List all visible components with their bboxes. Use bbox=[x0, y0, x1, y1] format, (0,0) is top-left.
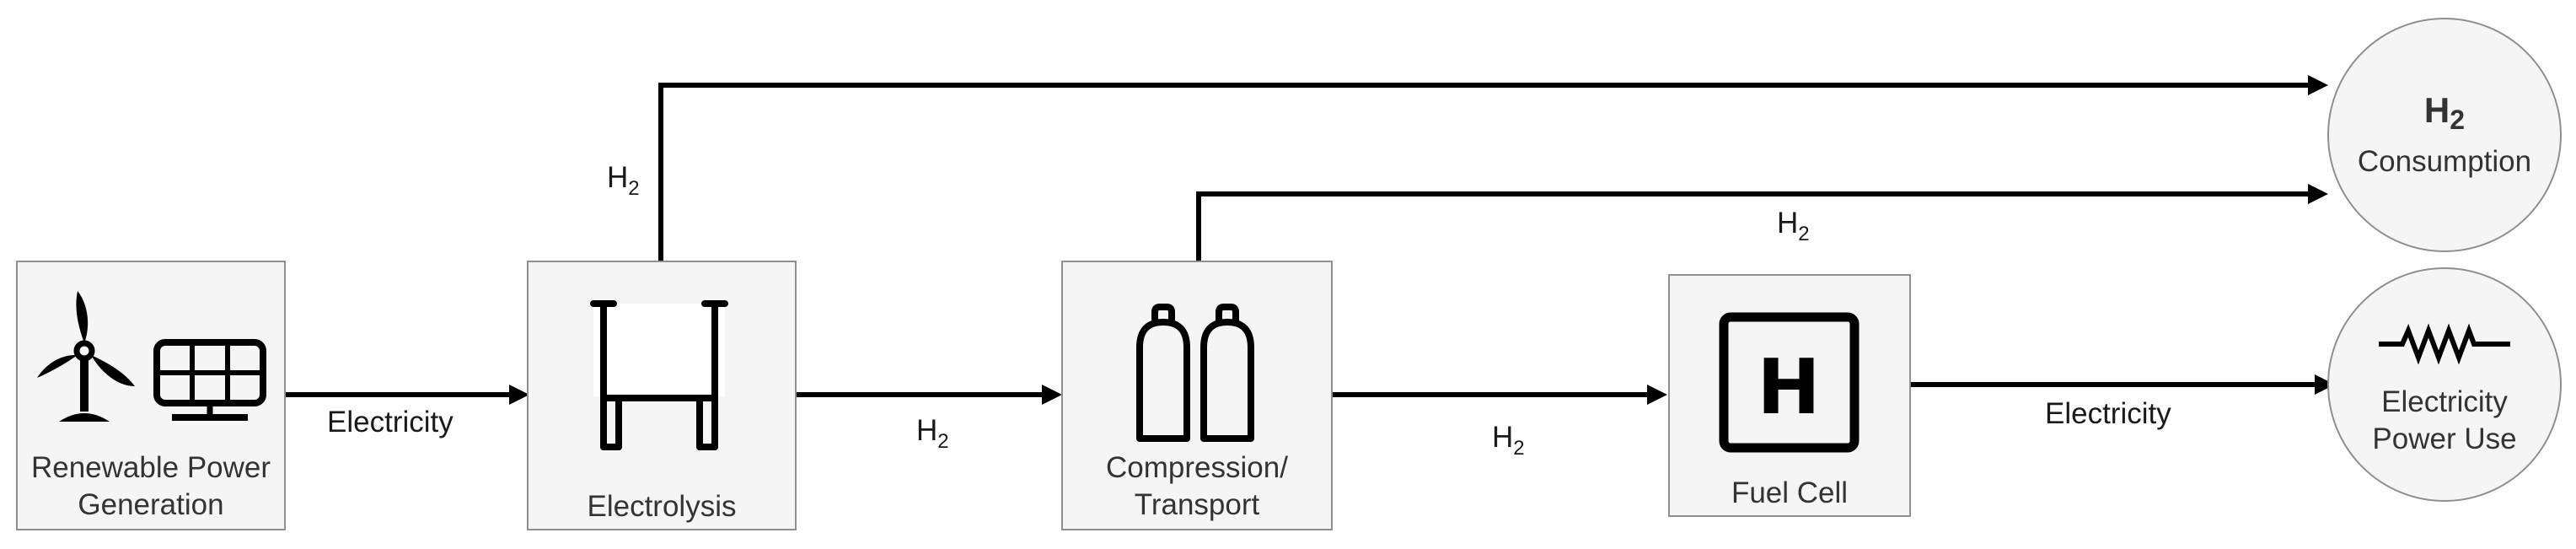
h2-consumption-circle bbox=[2327, 18, 2562, 252]
edge-compression-to-consumption bbox=[1196, 184, 2328, 261]
edge-label-electricity-1: Electricity bbox=[327, 406, 453, 439]
node-electricity-power-use: Electricity Power Use bbox=[2327, 267, 2562, 502]
fuel-cell-label: Fuel Cell bbox=[1731, 476, 1848, 509]
svg-text:H: H bbox=[1757, 343, 1820, 432]
node-compression-transport: Compression/ Transport bbox=[1061, 261, 1333, 530]
node-renewable-power-generation: Renewable Power Generation bbox=[16, 261, 286, 530]
h2-consumption-label: Consumption bbox=[2358, 145, 2531, 178]
node-electrolysis: Electrolysis bbox=[527, 261, 797, 530]
compression-label-line1: Compression/ bbox=[1106, 451, 1288, 484]
edge-label-h2-3: H2 bbox=[607, 161, 640, 200]
edge-electrolysis-to-compression bbox=[796, 385, 1062, 405]
edge-fuelcell-to-electricity-use bbox=[1910, 374, 2335, 395]
renewable-label-line2: Generation bbox=[78, 488, 223, 521]
edge-label-h2-4: H2 bbox=[1777, 207, 1810, 245]
electricity-use-label-line2: Power Use bbox=[2372, 423, 2516, 455]
h2-formula: H2 bbox=[2424, 90, 2465, 135]
electrolysis-label: Electrolysis bbox=[588, 490, 737, 523]
compression-label-line2: Transport bbox=[1135, 488, 1260, 521]
electrolyzer-icon bbox=[590, 300, 728, 450]
electricity-use-circle bbox=[2327, 267, 2562, 502]
renewable-box bbox=[16, 261, 286, 530]
resistor-icon bbox=[2379, 323, 2510, 365]
edge-electrolysis-to-consumption bbox=[658, 75, 2328, 261]
compression-box bbox=[1061, 261, 1333, 530]
node-fuel-cell: H Fuel Cell bbox=[1668, 274, 1911, 517]
edge-label-h2-2: H2 bbox=[1492, 421, 1525, 460]
edge-label-h2-1: H2 bbox=[916, 414, 949, 453]
fuel-cell-h-icon: H bbox=[1719, 312, 1860, 453]
wind-turbine-icon bbox=[37, 291, 135, 422]
edge-compression-to-fuelcell bbox=[1332, 385, 1667, 405]
edge-label-electricity-2: Electricity bbox=[2045, 397, 2171, 430]
renewable-label-line1: Renewable Power bbox=[31, 451, 271, 484]
gas-cylinders-icon bbox=[1136, 304, 1254, 442]
electricity-use-label-line1: Electricity bbox=[2381, 385, 2508, 418]
node-h2-consumption: H2 Consumption bbox=[2327, 18, 2562, 252]
solar-panel-icon bbox=[153, 339, 266, 421]
edge-renewable-to-electrolysis bbox=[285, 385, 529, 405]
